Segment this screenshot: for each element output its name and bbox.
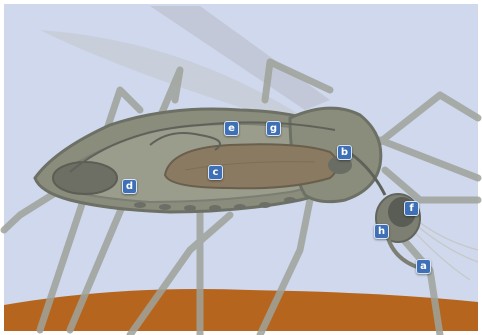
label-d: d xyxy=(122,179,137,194)
posterior-organ xyxy=(53,162,117,194)
label-c: c xyxy=(208,165,223,180)
midgut xyxy=(165,144,338,188)
label-f: f xyxy=(404,201,419,216)
label-b: b xyxy=(337,145,352,160)
label-h: h xyxy=(374,224,389,239)
label-a: a xyxy=(416,259,431,274)
label-e: e xyxy=(224,121,239,136)
label-g: g xyxy=(266,121,281,136)
